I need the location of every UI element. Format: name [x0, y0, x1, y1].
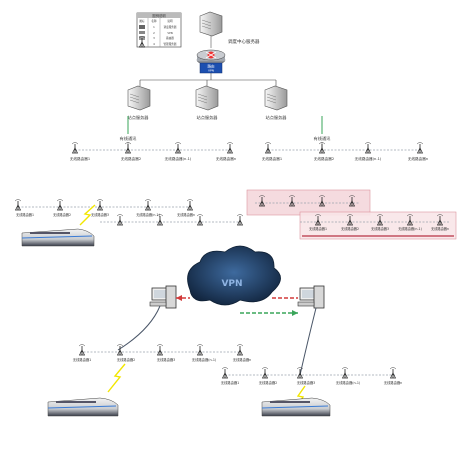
- svg-text:无线路由器n: 无线路由器n: [431, 226, 449, 231]
- top-right-cluster: 有线通讯 无线路由器1 无线路由器2 无线路由器(n-1) 无线路由器n: [262, 116, 428, 161]
- legend-row-2: 2 VPN: [139, 31, 173, 35]
- svg-text:2: 2: [153, 31, 155, 35]
- train-top: [21, 228, 95, 247]
- router-label: 路由: [208, 64, 215, 69]
- right-wired-label: 有线通讯: [314, 135, 332, 142]
- middle-right-cluster: 无线路由器1 无线路由器2 无线路由器3 无线路由器(n-1) 无线路由器n: [246, 189, 457, 240]
- vpn-cloud: VPN: [187, 245, 281, 306]
- svg-text:站点服务器: 站点服务器: [197, 114, 219, 121]
- svg-text:无线路由器3: 无线路由器3: [371, 226, 389, 231]
- legend-box: 图例说明 图标 名称 说明 1 调度服务器 2 VPN 3 路由器 4 管理服务…: [136, 12, 182, 48]
- svg-text:4: 4: [153, 42, 155, 46]
- svg-text:无线路由器1: 无线路由器1: [70, 156, 90, 161]
- train-bottom-left: [47, 397, 119, 417]
- svg-text:无线路由器2: 无线路由器2: [341, 226, 359, 231]
- dispatch-server-icon: [199, 11, 223, 37]
- svg-text:管理服务器: 管理服务器: [164, 42, 177, 46]
- svg-text:无线路由器2: 无线路由器2: [314, 156, 334, 161]
- svg-text:无线路由器1: 无线路由器1: [73, 357, 92, 362]
- station-server-3: 站点服务器: [264, 85, 288, 121]
- svg-text:无线路由器3: 无线路由器3: [297, 380, 316, 385]
- svg-text:无线路由器1: 无线路由器1: [16, 212, 34, 217]
- terminal-cables: [117, 305, 317, 376]
- legend-row-1: 1 调度服务器: [139, 25, 177, 29]
- svg-text:无线路由器2: 无线路由器2: [259, 380, 278, 385]
- svg-text:无线路由器(n-1): 无线路由器(n-1): [336, 380, 360, 385]
- legend-row-4: 4 管理服务器: [138, 36, 177, 48]
- svg-text:无线路由器(n-1): 无线路由器(n-1): [165, 156, 192, 161]
- legend-header-icon: 图标: [139, 19, 145, 23]
- svg-text:调度服务器: 调度服务器: [164, 25, 177, 29]
- left-terminal: [149, 285, 190, 309]
- svg-text:站点服务器: 站点服务器: [266, 114, 288, 121]
- svg-text:路由器: 路由器: [166, 36, 174, 40]
- router-sub: VPN: [208, 69, 214, 73]
- svg-text:无线路由器2: 无线路由器2: [53, 212, 71, 217]
- svg-text:3: 3: [153, 36, 155, 40]
- arrow-left-icon: [176, 295, 182, 301]
- svg-text:无线路由器2: 无线路由器2: [121, 156, 141, 161]
- cloud-label: VPN: [221, 279, 242, 289]
- svg-text:无线路由器n: 无线路由器n: [408, 156, 428, 161]
- svg-text:无线路由器3: 无线路由器3: [157, 357, 176, 362]
- bottom-left-cluster: 无线路由器1 无线路由器2 无线路由器3 无线路由器(n-1) 无线路由器n: [73, 344, 252, 393]
- legend-header-name: 名称: [151, 19, 157, 23]
- station-server-1: 站点服务器: [128, 85, 151, 121]
- svg-text:无线路由器n: 无线路由器n: [177, 212, 195, 217]
- dispatch-server-label: 调度中心服务器: [228, 38, 260, 45]
- arrow-right-icon: [292, 310, 298, 316]
- svg-text:无线路由器1: 无线路由器1: [262, 156, 282, 161]
- legend-header-desc: 说明: [167, 19, 173, 23]
- svg-text:无线路由器(n-1): 无线路由器(n-1): [136, 212, 160, 217]
- bottom-right-cluster: 无线路由器1 无线路由器2 无线路由器3 无线路由器(n-1) 无线路由器n: [221, 367, 403, 411]
- station-server-2: 站点服务器: [195, 85, 219, 121]
- train-bottom-right: [261, 397, 331, 417]
- svg-text:无线路由器(n-1): 无线路由器(n-1): [355, 156, 382, 161]
- right-terminal: [240, 285, 325, 316]
- svg-text:VPN: VPN: [167, 31, 172, 35]
- svg-text:无线路由器1: 无线路由器1: [221, 380, 240, 385]
- svg-text:无线路由器1: 无线路由器1: [309, 226, 327, 231]
- wireless-bolt-icon: [79, 204, 96, 226]
- svg-text:无线路由器n: 无线路由器n: [233, 357, 252, 362]
- server-icon: [139, 25, 145, 29]
- svg-text:无线路由器3: 无线路由器3: [91, 212, 109, 217]
- svg-text:无线路由器(n-1): 无线路由器(n-1): [192, 357, 216, 362]
- core-router: 路由 VPN: [196, 36, 226, 74]
- dispatch-center-server: 调度中心服务器: [199, 11, 260, 45]
- svg-text:无线路由器(n-1): 无线路由器(n-1): [398, 226, 422, 231]
- svg-text:无线路由器2: 无线路由器2: [117, 357, 136, 362]
- top-left-cluster: 有线通讯 无线路由器1 无线路由器2 无线路由器(n-1) 无线路由器n: [70, 116, 236, 161]
- svg-text:1: 1: [153, 25, 155, 29]
- router-icon: [139, 31, 145, 34]
- middle-left-cluster: 无线路由器1 无线路由器2 无线路由器3 无线路由器(n-1) 无线路由器n: [14, 199, 244, 226]
- router-links: [139, 73, 277, 86]
- left-wired-label: 有线通讯: [120, 135, 138, 142]
- wireless-bolt-icon: [107, 363, 126, 393]
- svg-text:无线路由器n: 无线路由器n: [384, 380, 403, 385]
- legend-title: 图例说明: [152, 13, 166, 18]
- svg-text:站点服务器: 站点服务器: [128, 114, 150, 121]
- svg-text:无线路由器n: 无线路由器n: [216, 156, 236, 161]
